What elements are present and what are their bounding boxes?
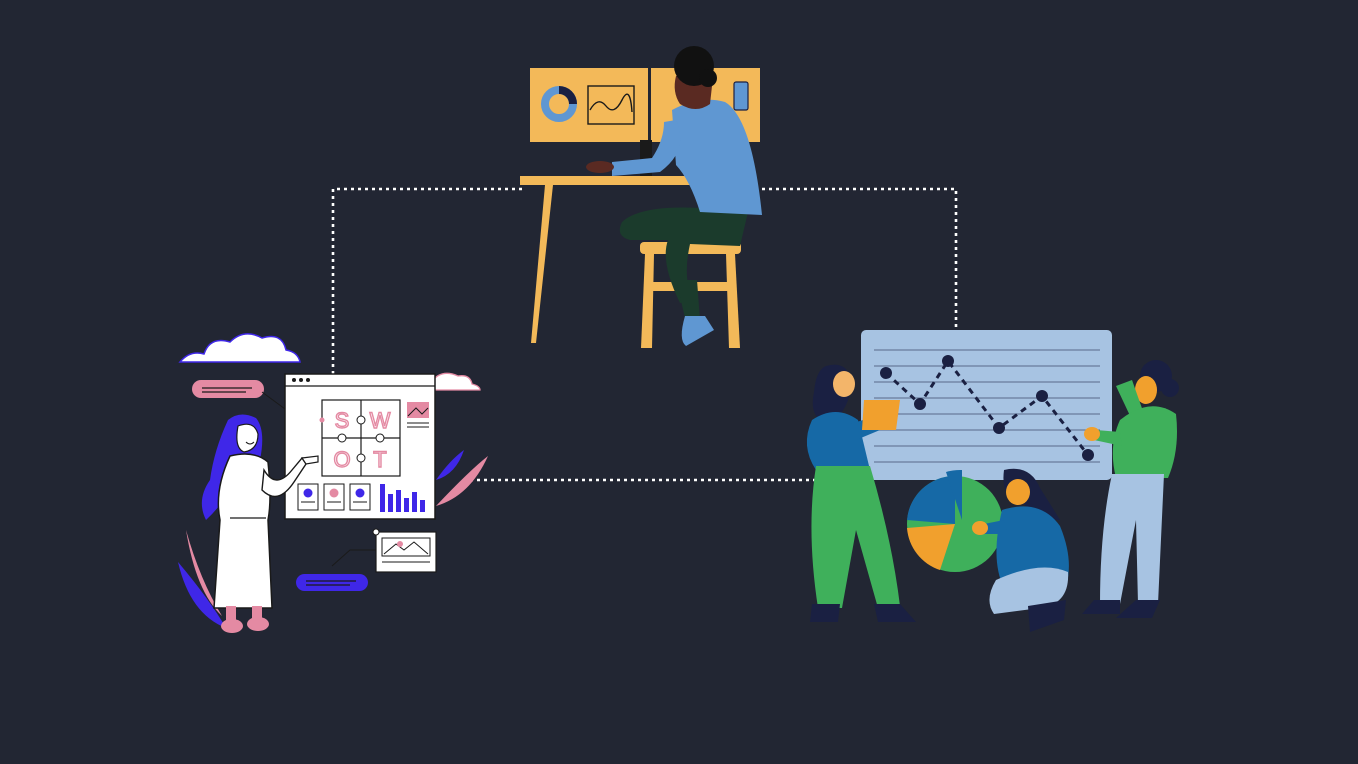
line-chart-icon [587, 85, 635, 125]
swot-letter-w: W [370, 408, 391, 433]
team-person-right [1082, 360, 1179, 618]
desk-top [520, 176, 742, 185]
label-pill [296, 574, 368, 591]
analyst-person [586, 46, 762, 346]
pie-chart-icon [907, 469, 1003, 572]
monitor-left [530, 68, 648, 142]
image-card-icon [407, 402, 429, 428]
swot-letter-t: T [373, 447, 386, 472]
team-person-left [806, 364, 916, 622]
presenter-person [201, 414, 319, 633]
presenter-scene: S W O T [178, 333, 488, 633]
team-person-crouching [972, 468, 1069, 632]
leaf [178, 562, 226, 628]
cloud-icon [178, 333, 301, 363]
bar-chart-icon [380, 484, 425, 512]
swot-letter-o: O [333, 447, 350, 472]
dotted-connector [331, 187, 958, 482]
team-scene [806, 330, 1179, 632]
analyst-scene [520, 46, 762, 348]
donut-chart-icon [541, 86, 577, 122]
label-pill [192, 380, 264, 398]
leaf [436, 456, 488, 506]
swot-puzzle-board: S W O T [284, 373, 436, 520]
line-chart-board [861, 330, 1112, 480]
picture-card-icon [372, 528, 437, 573]
swot-letter-s: S [335, 408, 350, 433]
leaf [436, 450, 464, 480]
desk-leg [531, 185, 553, 343]
profile-cards [297, 483, 371, 511]
phone-icon [733, 81, 749, 111]
